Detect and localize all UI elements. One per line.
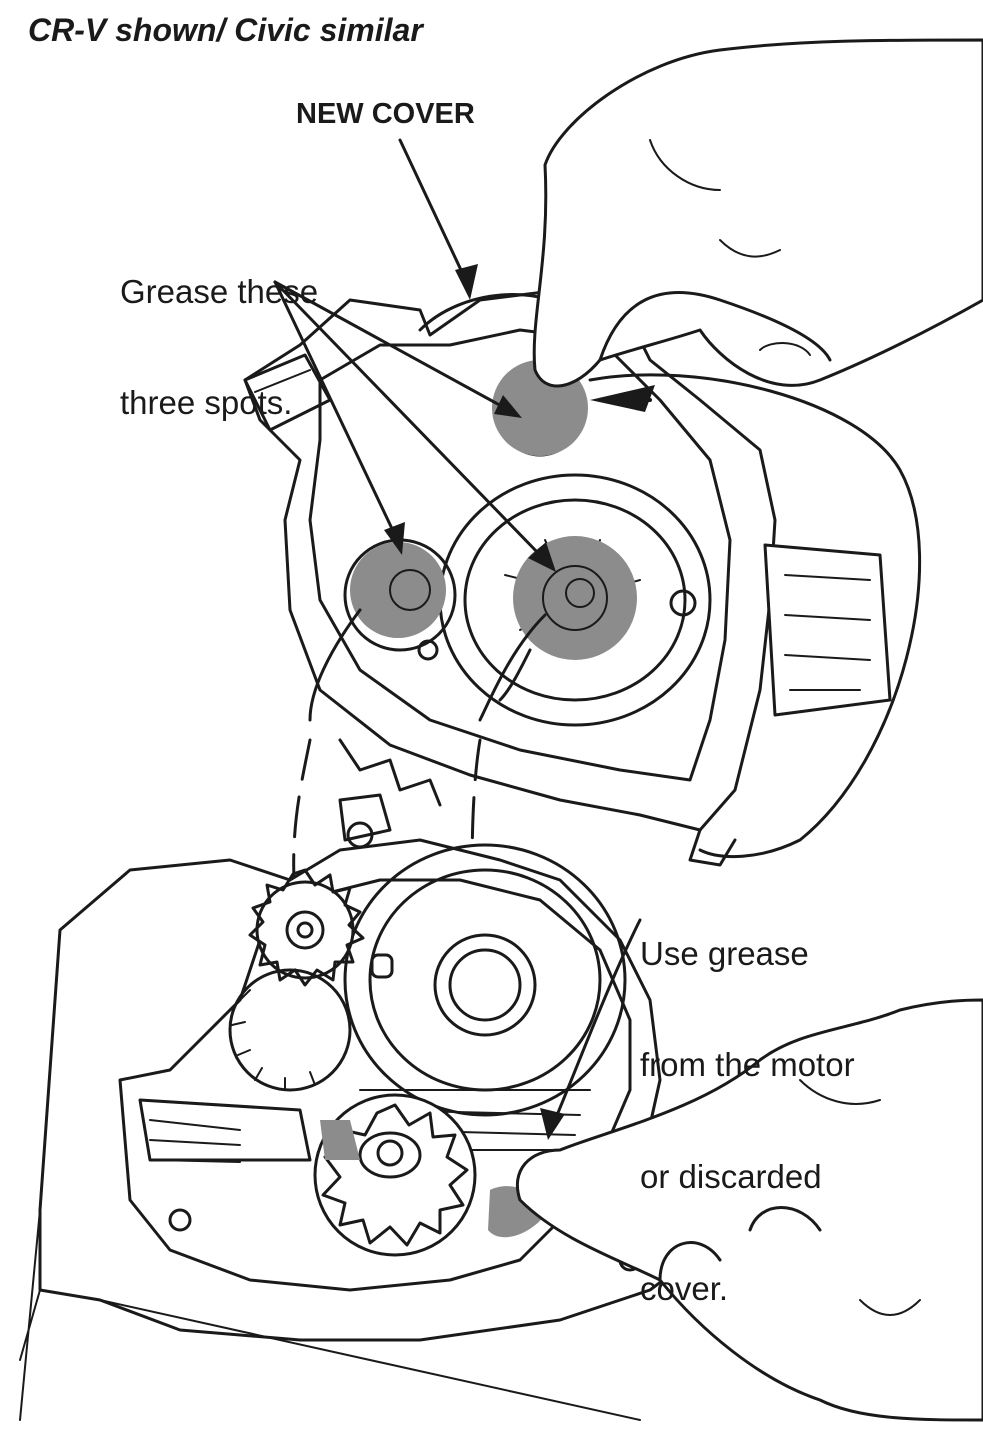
grease-source-note: Use grease from the motor or discarded c… (640, 860, 855, 1382)
grease-source-note-line-4: cover. (640, 1270, 729, 1308)
grease-source-note-line-2: from the motor (640, 1046, 855, 1084)
lower-pinion (313, 1093, 477, 1257)
upper-hand (532, 38, 983, 388)
grease-spot-center (513, 536, 637, 660)
grease-spots-note: Grease these three spots. (120, 198, 318, 496)
lower-hand (515, 998, 983, 1422)
leader-lines (273, 138, 655, 1140)
grease-spots-note-line-1: Grease these (120, 272, 319, 310)
new-cover-label: NEW COVER (296, 98, 475, 130)
grease-spots-note-line-2: three spots. (120, 384, 293, 422)
new-cover-drawing (243, 288, 922, 867)
upper-pinion (248, 868, 365, 987)
grease-spot-left (350, 542, 446, 638)
grease-source-note-line-3: or discarded (640, 1158, 822, 1196)
page-title: CR-V shown/ Civic similar (28, 12, 423, 48)
grease-source-note-line-1: Use grease (640, 934, 809, 972)
grease-smudge-1 (320, 1120, 360, 1160)
